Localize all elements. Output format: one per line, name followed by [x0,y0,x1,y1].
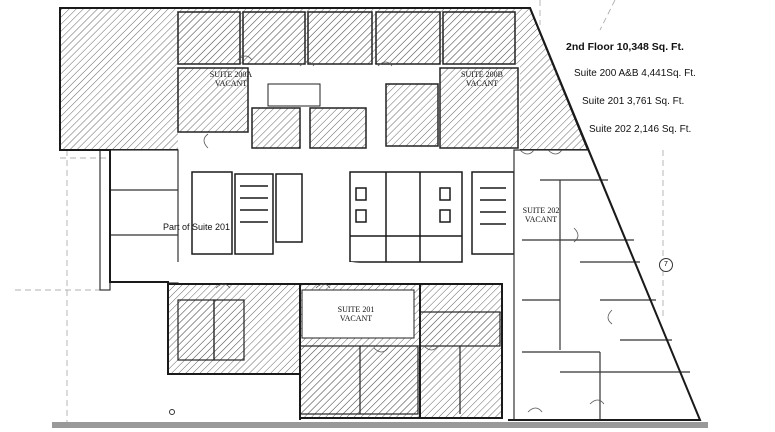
left-wing [99,149,179,291]
suite-202-label: SUITE 202 VACANT [516,206,566,224]
central-core [191,171,515,263]
suite-202-status: VACANT [524,215,558,224]
marker-dot [169,409,175,415]
floor-total-area: 2nd Floor 10,348 Sq. Ft. [566,41,684,53]
ground-band [52,422,708,428]
suite-201-name: SUITE 201 [337,305,375,314]
suite-201-status: VACANT [339,314,373,323]
suite-200b-name: SUITE 200B [461,70,503,79]
suite-200a-status: VACANT [214,79,248,88]
door-swings [203,55,613,413]
suite-202-wing [513,149,701,421]
suite-200-block [59,7,590,152]
suite-202-area: Suite 202 2,146 Sq. Ft. [589,124,692,135]
suite-200a-name: SUITE 200A [209,70,253,79]
part-of-suite-201-label: Part of Suite 201 [163,222,231,232]
building-outline [59,7,702,421]
suite-200b-label: SUITE 200B VACANT [454,70,510,88]
suite-200ab-area: Suite 200 A&B 4,441Sq. Ft. [574,68,696,79]
suite-201-area: Suite 201 3,761 Sq. Ft. [582,96,685,107]
suite-201-label: SUITE 201 VACANT [328,305,384,323]
suite-202-name: SUITE 202 [522,206,560,215]
grid-marker-tag: 7 [659,258,673,272]
grid-lines [15,0,664,428]
suite-201-block [167,262,508,419]
suite-200a-label: SUITE 200A VACANT [203,70,259,88]
suite-200b-status: VACANT [465,79,499,88]
